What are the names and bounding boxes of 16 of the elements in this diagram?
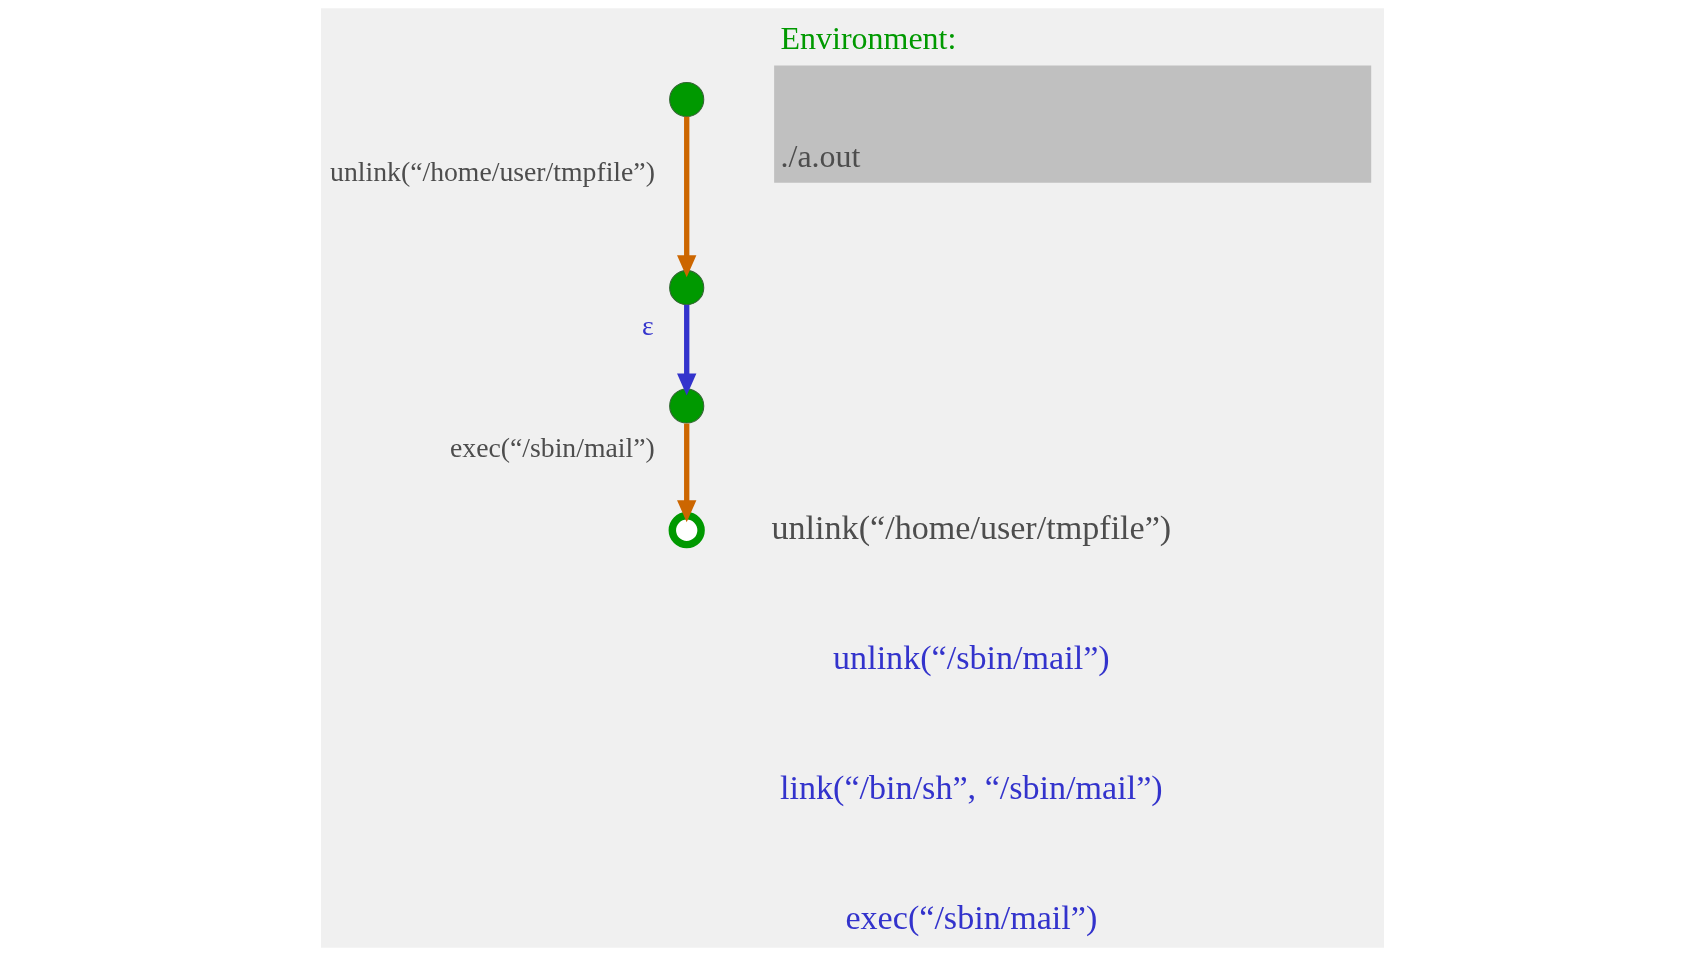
label: unlink(“/home/user/tmpfile”): [771, 508, 1171, 546]
node-label: Environment:: [780, 21, 956, 57]
node-box: ./a.out: [773, 65, 1371, 183]
node-ring: [668, 512, 705, 549]
label: link(“/bin/sh”, “/sbin/mail”): [779, 769, 1163, 807]
node-circle: [668, 81, 704, 118]
arrow: [676, 116, 696, 278]
edge-label: exec(“/sbin/mail”): [449, 432, 655, 464]
label: unlink(“/sbin/mail”): [832, 638, 1110, 676]
edge-label: ε: [641, 309, 654, 341]
node-circle: [668, 270, 704, 306]
arrow: [676, 304, 696, 396]
arrow: [676, 423, 696, 523]
label: exec(“/sbin/mail”): [844, 899, 1097, 937]
edge-label: unlink(“/home/user/tmpfile”): [329, 155, 655, 187]
node-circle: [668, 388, 704, 424]
